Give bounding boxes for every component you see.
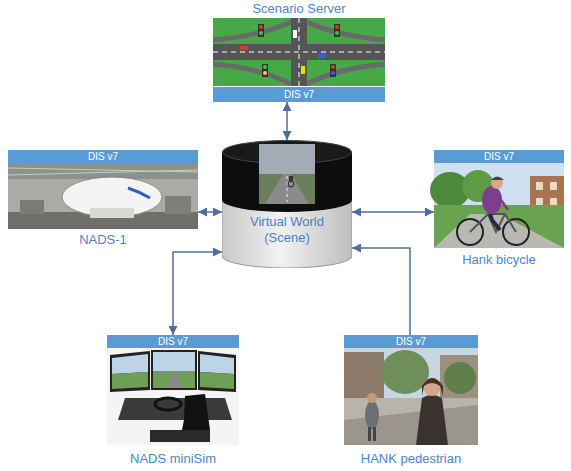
cylinder-shape xyxy=(222,140,352,268)
band-slot: DIS v7 xyxy=(107,335,239,348)
band-slot: DIS v7 xyxy=(8,150,198,163)
connector xyxy=(352,211,434,213)
device-label: NADS-1 xyxy=(79,231,127,248)
dis-band: DIS v7 xyxy=(8,150,198,163)
device-label: Hank bicycle xyxy=(462,251,536,268)
device-panel: DIS v7 Hank bicycle xyxy=(434,150,564,268)
band-text: DIS v7 xyxy=(344,335,478,348)
device-panel: DIS v7 HANK pedestrian xyxy=(344,335,478,467)
device-panel: DIS v7 NADS miniSim xyxy=(107,335,239,467)
image-area xyxy=(8,163,198,231)
device-label: Scenario Server xyxy=(252,0,345,17)
connector xyxy=(198,211,222,213)
screen-image xyxy=(289,176,293,182)
nads1-photo xyxy=(8,163,198,229)
connector xyxy=(173,252,222,335)
band-text: DIS v7 xyxy=(8,150,198,163)
device-panel: DIS v7 NADS-1 xyxy=(8,150,198,248)
minisim-photo xyxy=(107,348,239,445)
screen-image xyxy=(287,176,288,202)
screen-image xyxy=(259,144,315,204)
device-panel: Scenario ServerDIS v7 xyxy=(213,0,385,102)
bicycle-photo xyxy=(430,163,564,248)
image-area xyxy=(344,348,478,450)
dis-band: DIS v7 xyxy=(434,150,564,163)
band-slot: DIS v7 xyxy=(434,150,564,163)
band-text: DIS v7 xyxy=(434,150,564,163)
scene-label: Virtual World (Scene) xyxy=(222,214,352,246)
image-area xyxy=(213,17,385,87)
screen-image xyxy=(265,174,309,204)
image-area xyxy=(107,348,239,450)
connector xyxy=(352,248,410,335)
pedestrian-photo xyxy=(344,348,478,445)
intersection-map xyxy=(213,18,385,86)
cylinder-node: Virtual World (Scene) xyxy=(222,140,352,268)
device-label: NADS miniSim xyxy=(130,450,216,467)
screen-image xyxy=(259,174,315,204)
band-text: DIS v7 xyxy=(213,87,385,102)
dis-band: DIS v7 xyxy=(213,87,385,102)
connector xyxy=(286,102,288,140)
dis-band: DIS v7 xyxy=(107,335,239,348)
device-label: HANK pedestrian xyxy=(361,450,461,467)
image-area xyxy=(434,163,564,251)
band-slot: DIS v7 xyxy=(344,335,478,348)
band-text: DIS v7 xyxy=(107,335,239,348)
dis-band: DIS v7 xyxy=(344,335,478,348)
